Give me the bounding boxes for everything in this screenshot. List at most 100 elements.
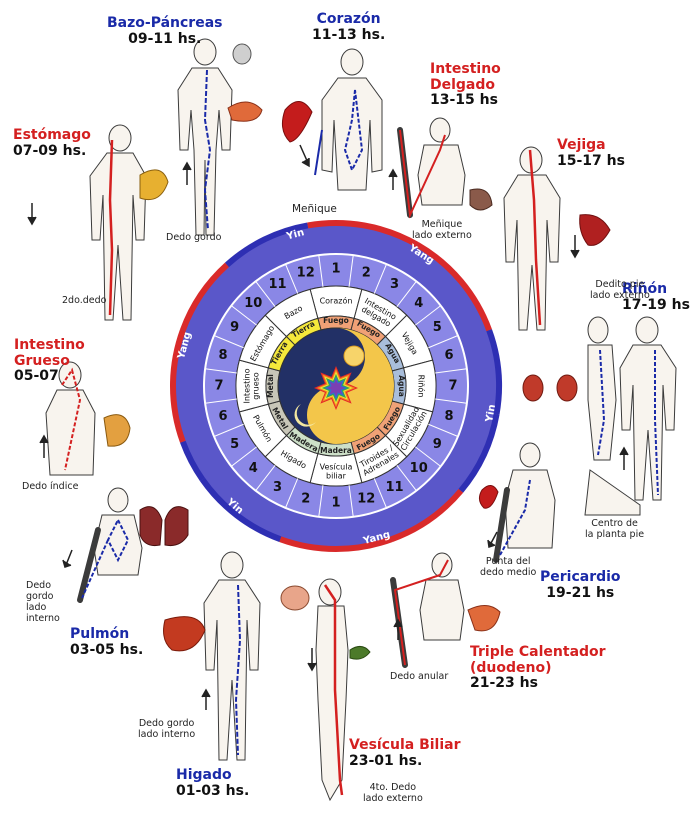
brain-organ-top	[232, 43, 252, 65]
yin-yang-band	[390, 488, 464, 542]
hour-number: 2	[362, 265, 371, 280]
rinon-name: Riñón	[622, 281, 668, 297]
organ-name: Intestinogrueso	[242, 368, 260, 403]
note-menique-externo-1: Meñique	[421, 219, 463, 230]
body-figure-bazo	[177, 38, 233, 236]
vesicula-name: Vesícula Biliar	[349, 737, 461, 753]
hour-number: 7	[448, 379, 457, 394]
hour-number: 7	[214, 379, 223, 394]
organ-name: Riñón	[417, 375, 427, 398]
yin-yang-band	[279, 536, 393, 552]
liver-organ	[163, 616, 206, 652]
note-dedito-pie: Dedito pie lado externo	[590, 279, 650, 302]
hour-number: 9	[230, 320, 239, 335]
note-dedo-gordo-lado-interno: Dedo gordo lado interno	[138, 718, 195, 741]
vejiga-hours: 15-17 hs	[557, 152, 625, 169]
label-pulmon: Pulmón 03-05 hs.	[70, 626, 144, 658]
label-vesicula: Vesícula Biliar 23-01 hs.	[349, 737, 461, 769]
note-2do-dedo: 2do.dedo	[62, 295, 107, 306]
hour-number: 3	[273, 480, 282, 495]
note-gordo-int-2: gordo	[26, 590, 54, 602]
label-corazon: Corazón 11-13 hs.	[312, 11, 385, 43]
note-gordo-int-4: interno	[26, 612, 60, 624]
note-dedito-pie-1: Dedito pie	[595, 279, 645, 290]
hour-number: 3	[390, 277, 399, 292]
hour-tick	[373, 478, 387, 509]
hour-number: 9	[433, 437, 442, 452]
hour-tick	[396, 280, 417, 307]
hour-number: 8	[444, 409, 453, 424]
hour-number: 1	[331, 496, 340, 511]
pancreas-organ-small	[467, 605, 501, 632]
yin-yang-band	[486, 329, 502, 415]
note-punta-dedo-medio: Punta del dedo medio	[480, 556, 536, 579]
label-rinon: Riñón 17-19 hs	[622, 281, 690, 313]
label-intestino-grueso: Intestino Grueso 05-07	[14, 337, 85, 385]
triple-name-1: Triple Calentador	[470, 644, 606, 660]
pericardio-name: Pericardio	[540, 569, 621, 585]
pulmon-hours: 03-05 hs.	[70, 641, 144, 658]
hour-tick	[230, 446, 257, 467]
intestino-grueso-name-1: Intestino	[14, 337, 85, 353]
intestino-delgado-name-2: Delgado	[430, 76, 496, 93]
yin-yang-band	[180, 440, 205, 482]
note-cuarto-1: 4to. Dedo	[369, 782, 417, 793]
hour-tick	[435, 368, 467, 374]
hour-number: 5	[433, 320, 442, 335]
hour-tick	[213, 335, 244, 349]
hour-tick	[318, 485, 324, 517]
bazo-name: Bazo-Páncreas	[107, 15, 223, 31]
hour-number: 10	[410, 461, 428, 476]
intestino-delgado-name-1: Intestino	[430, 61, 501, 77]
note-dedo-gordo: Dedo gordo	[166, 232, 222, 243]
note-gordo-int-1: Dedo	[26, 580, 52, 591]
hour-tick	[396, 465, 417, 492]
hour-number: 11	[268, 277, 286, 292]
higado-name: Higado	[176, 767, 232, 783]
hour-tick	[255, 280, 276, 307]
hour-tick	[230, 305, 257, 326]
hour-tick	[428, 335, 459, 349]
hour-number: 1	[331, 262, 340, 277]
brain-organ	[280, 585, 310, 611]
hour-tick	[285, 263, 299, 294]
element-name: Metal	[266, 374, 275, 398]
note-4to-dedo: 4to. Dedo lado externo	[363, 782, 423, 805]
kidney-right-organ	[556, 374, 578, 402]
bazo-hours: 09-11 hs.	[128, 30, 202, 47]
hour-tick	[205, 398, 237, 404]
lungs-organ	[139, 506, 189, 546]
hour-tick	[255, 465, 276, 492]
body-figure-vejiga	[503, 146, 561, 331]
hour-number: 11	[385, 480, 403, 495]
hour-number: 4	[414, 296, 423, 311]
vejiga-name: Vejiga	[557, 137, 606, 153]
yin-yang-band	[307, 220, 419, 248]
body-figures	[45, 38, 677, 802]
body-figure-higado	[203, 551, 261, 761]
note-cuarto-2: lado externo	[363, 792, 423, 804]
body-figure-pericardio	[493, 442, 556, 563]
element-name: Agua	[397, 375, 406, 397]
yin-yang-label: Yin	[484, 404, 498, 424]
hour-number: 4	[249, 461, 258, 476]
yin-yang-band	[200, 477, 282, 542]
gallbladder-organ	[349, 646, 371, 660]
hour-tick	[213, 423, 244, 437]
rainbow-star-layer	[327, 379, 345, 397]
estomago-name: Estómago	[13, 127, 91, 143]
note-dedo-gordo-int-1: Dedo gordo	[138, 718, 195, 729]
hour-number: 5	[230, 437, 239, 452]
label-pericardio: Pericardio 19-21 hs	[540, 569, 621, 601]
intestino-delgado-hours: 13-15 hs	[430, 92, 498, 109]
body-figure-vesicula	[315, 578, 349, 802]
large-intestine-organ	[103, 414, 131, 447]
higado-hours: 01-03 hs.	[176, 782, 250, 799]
heart-organ-small	[478, 485, 499, 509]
hour-number: 12	[357, 492, 375, 507]
corazon-name: Corazón	[316, 11, 381, 27]
pancreas-organ	[227, 101, 263, 122]
organ-name: Corazón	[320, 296, 353, 306]
note-centro-2: la planta pie	[585, 528, 645, 540]
